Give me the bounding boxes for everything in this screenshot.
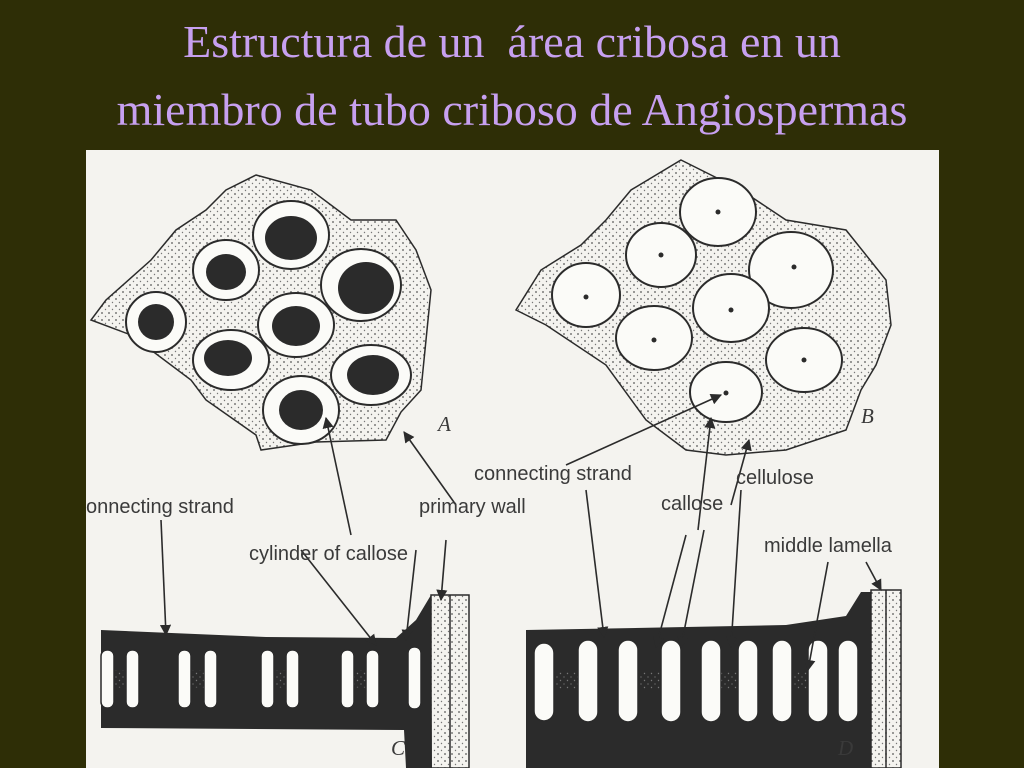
panel-label-a: A: [438, 412, 451, 436]
panel-b-pores: [551, 177, 843, 423]
panel-a-strands: [138, 216, 399, 430]
label-connecting-strand-right: connecting strand: [474, 463, 632, 485]
label-cellulose: cellulose: [736, 467, 814, 489]
label-cylinder-of-callose: cylinder of callose: [249, 543, 408, 565]
figure-drawing: [89, 159, 902, 768]
slide-title: Estructura de un área cribosa en un miem…: [0, 8, 1024, 144]
sieve-area-figure: onnecting strand primary wall cylinder o…: [86, 150, 939, 768]
panel-d-section-view: [526, 589, 902, 768]
panel-label-b: B: [861, 404, 874, 428]
panel-b-strands: [583, 209, 807, 396]
title-line-2: miembro de tubo criboso de Angiospermas: [116, 84, 908, 135]
panel-d-connecting-strands: [553, 671, 809, 691]
title-line-1: Estructura de un área cribosa en un: [183, 16, 841, 67]
panel-c-connecting-strands: [113, 669, 367, 689]
panel-b-surface-view: [514, 159, 892, 456]
panel-label-d: D: [838, 736, 854, 760]
leader-arrows: [159, 394, 882, 672]
panel-a-surface-view: [89, 174, 432, 451]
panel-label-c: C: [391, 736, 406, 760]
panel-c-section-view: [100, 594, 470, 768]
label-middle-lamella: middle lamella: [764, 535, 892, 557]
label-callose: callose: [661, 493, 724, 515]
label-connecting-strand-left: onnecting strand: [86, 496, 234, 518]
panel-c-callose-cylinders: [100, 646, 422, 710]
label-primary-wall: primary wall: [419, 496, 526, 518]
panel-d-wall: [526, 592, 871, 768]
